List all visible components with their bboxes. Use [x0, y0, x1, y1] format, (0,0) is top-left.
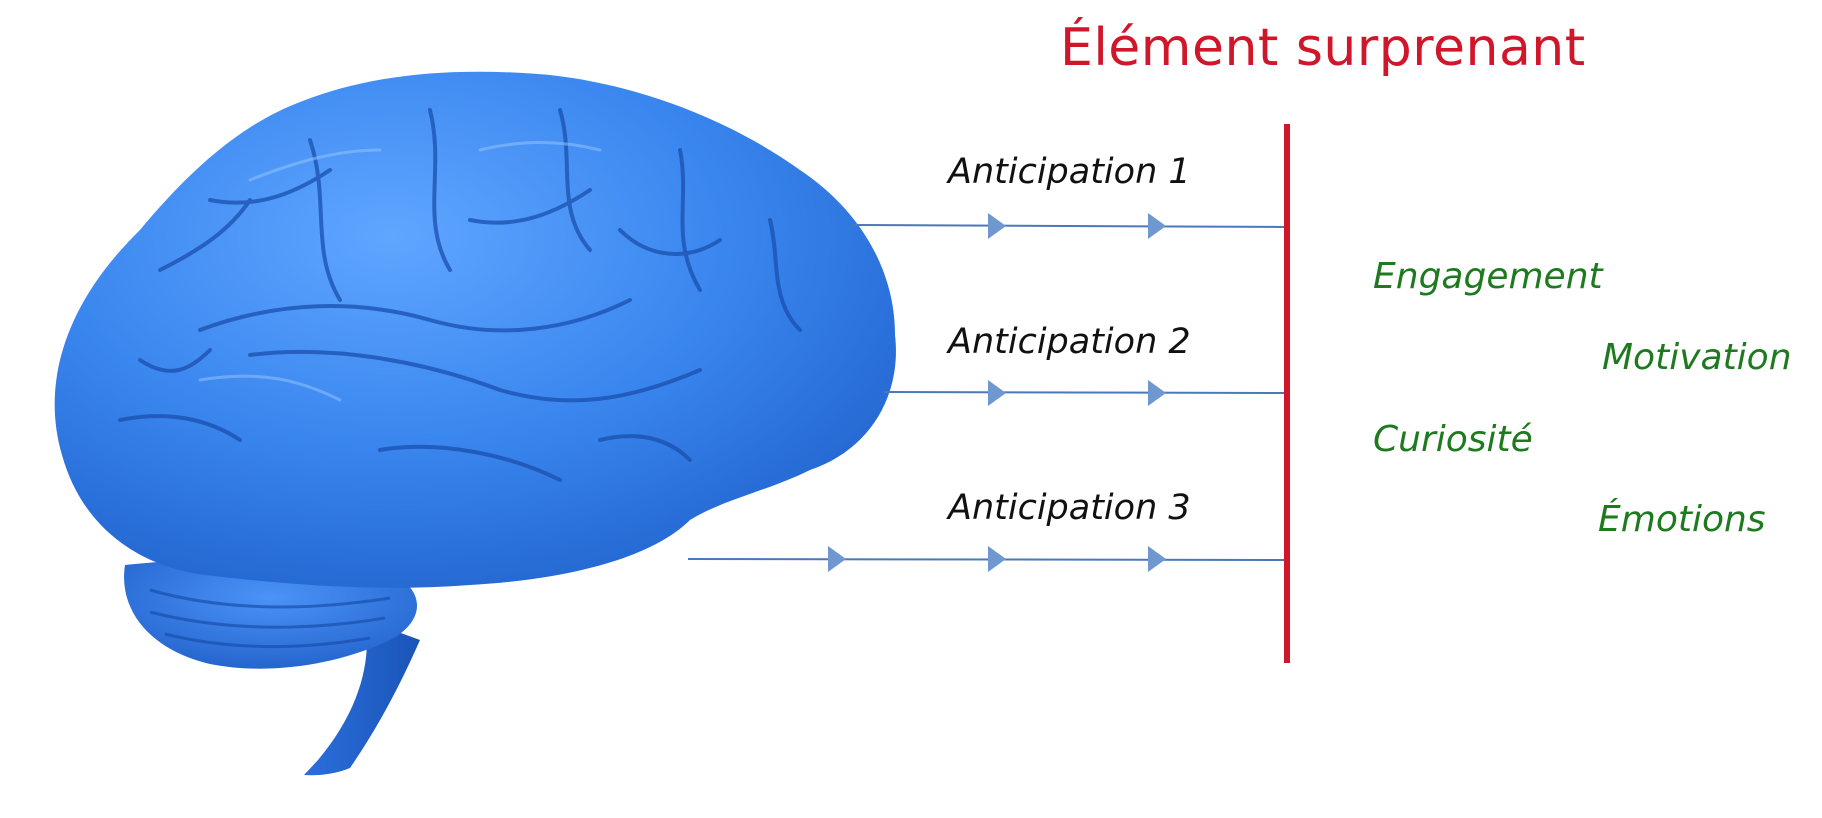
effect-engagement: Engagement	[1373, 256, 1603, 297]
arrowhead	[828, 546, 846, 572]
arrowhead	[988, 213, 1006, 239]
arrowhead	[988, 546, 1006, 572]
arrowhead	[1148, 546, 1166, 572]
anticipation-line-3	[688, 546, 1286, 572]
effect-curiosite: Curiosité	[1373, 419, 1533, 460]
brain-icon	[55, 72, 896, 776]
arrowhead	[1148, 213, 1166, 239]
anticipation-label-2: Anticipation 2	[948, 322, 1191, 362]
anticipation-line-1	[852, 213, 1286, 239]
anticipation-label-3: Anticipation 3	[948, 488, 1191, 528]
arrowhead	[988, 380, 1006, 406]
arrowhead	[1148, 380, 1166, 406]
anticipation-label-1: Anticipation 1	[948, 152, 1191, 192]
effect-motivation: Motivation	[1602, 337, 1792, 378]
anticipation-line-2	[884, 380, 1286, 406]
effect-emotions: Émotions	[1598, 499, 1766, 540]
diagram-title: Élément surprenant	[1060, 18, 1586, 78]
